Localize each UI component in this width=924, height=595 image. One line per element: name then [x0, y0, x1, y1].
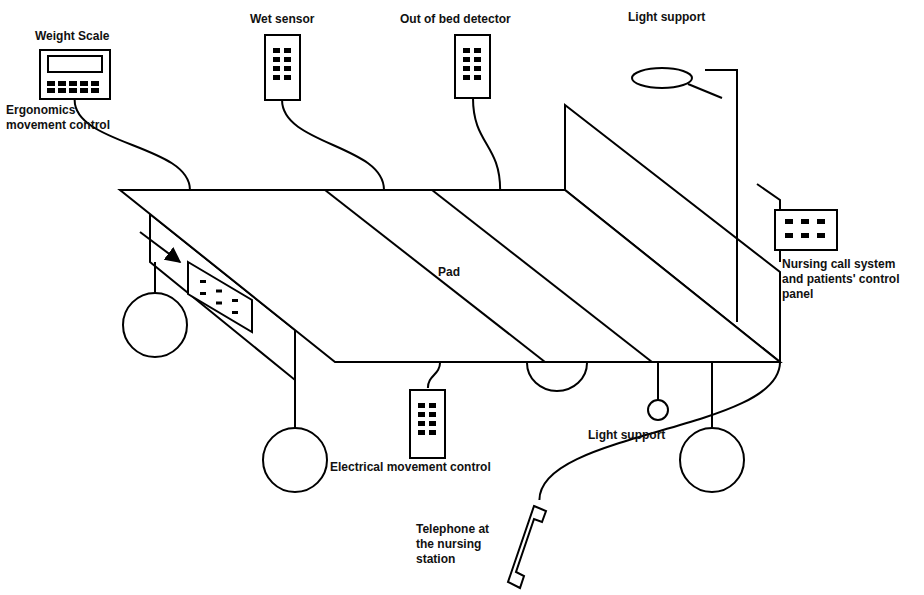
cable: [428, 362, 440, 388]
panel-button: [232, 311, 238, 314]
light-support-label: Light support: [588, 428, 698, 443]
panel-button: [232, 299, 238, 302]
wheel: [123, 293, 187, 357]
device-label: Weight Scale: [35, 29, 135, 44]
wheel: [527, 363, 587, 391]
cable: [282, 100, 384, 190]
lamp: [632, 68, 692, 88]
lamp-arm: [688, 84, 722, 98]
wheel: [263, 428, 327, 492]
cable: [539, 362, 780, 500]
leg: [154, 262, 156, 293]
cable: [473, 98, 500, 190]
cable: [75, 100, 190, 190]
ergonomics-label: Ergonomics movement control: [6, 103, 131, 133]
leader-arrow: [140, 232, 180, 262]
leg: [711, 362, 713, 428]
telephone: Telephone at the nursing station: [412, 500, 552, 592]
light-pole: [705, 70, 737, 322]
device-label: Telephone at the nursing station: [416, 522, 508, 567]
movement-remote: Electrical movement control: [325, 388, 535, 480]
device-label: Out of bed detector: [400, 12, 550, 27]
device-label: Electrical movement control: [330, 460, 535, 475]
panel-button: [216, 302, 222, 305]
light-support-label: Light support: [628, 10, 738, 25]
panel-button: [200, 280, 206, 283]
nursing-call-panel: Nursing call system and patients' contro…: [770, 205, 918, 320]
light-knob: [648, 400, 668, 420]
panel-button: [216, 290, 222, 293]
wet-sensor: Wet sensor: [245, 8, 340, 100]
weight-scale: Weight Scale: [30, 25, 125, 100]
bed-pad: Pad: [120, 190, 780, 362]
leg: [294, 380, 296, 428]
wheel: [680, 428, 744, 492]
out-of-bed-detector: Out of bed detector: [395, 8, 545, 98]
leg: [657, 362, 659, 400]
panel-button: [200, 292, 206, 295]
device-label: Pad: [438, 265, 498, 280]
device-label: Nursing call system and patients' contro…: [782, 257, 916, 302]
device-label: Wet sensor: [250, 12, 350, 27]
